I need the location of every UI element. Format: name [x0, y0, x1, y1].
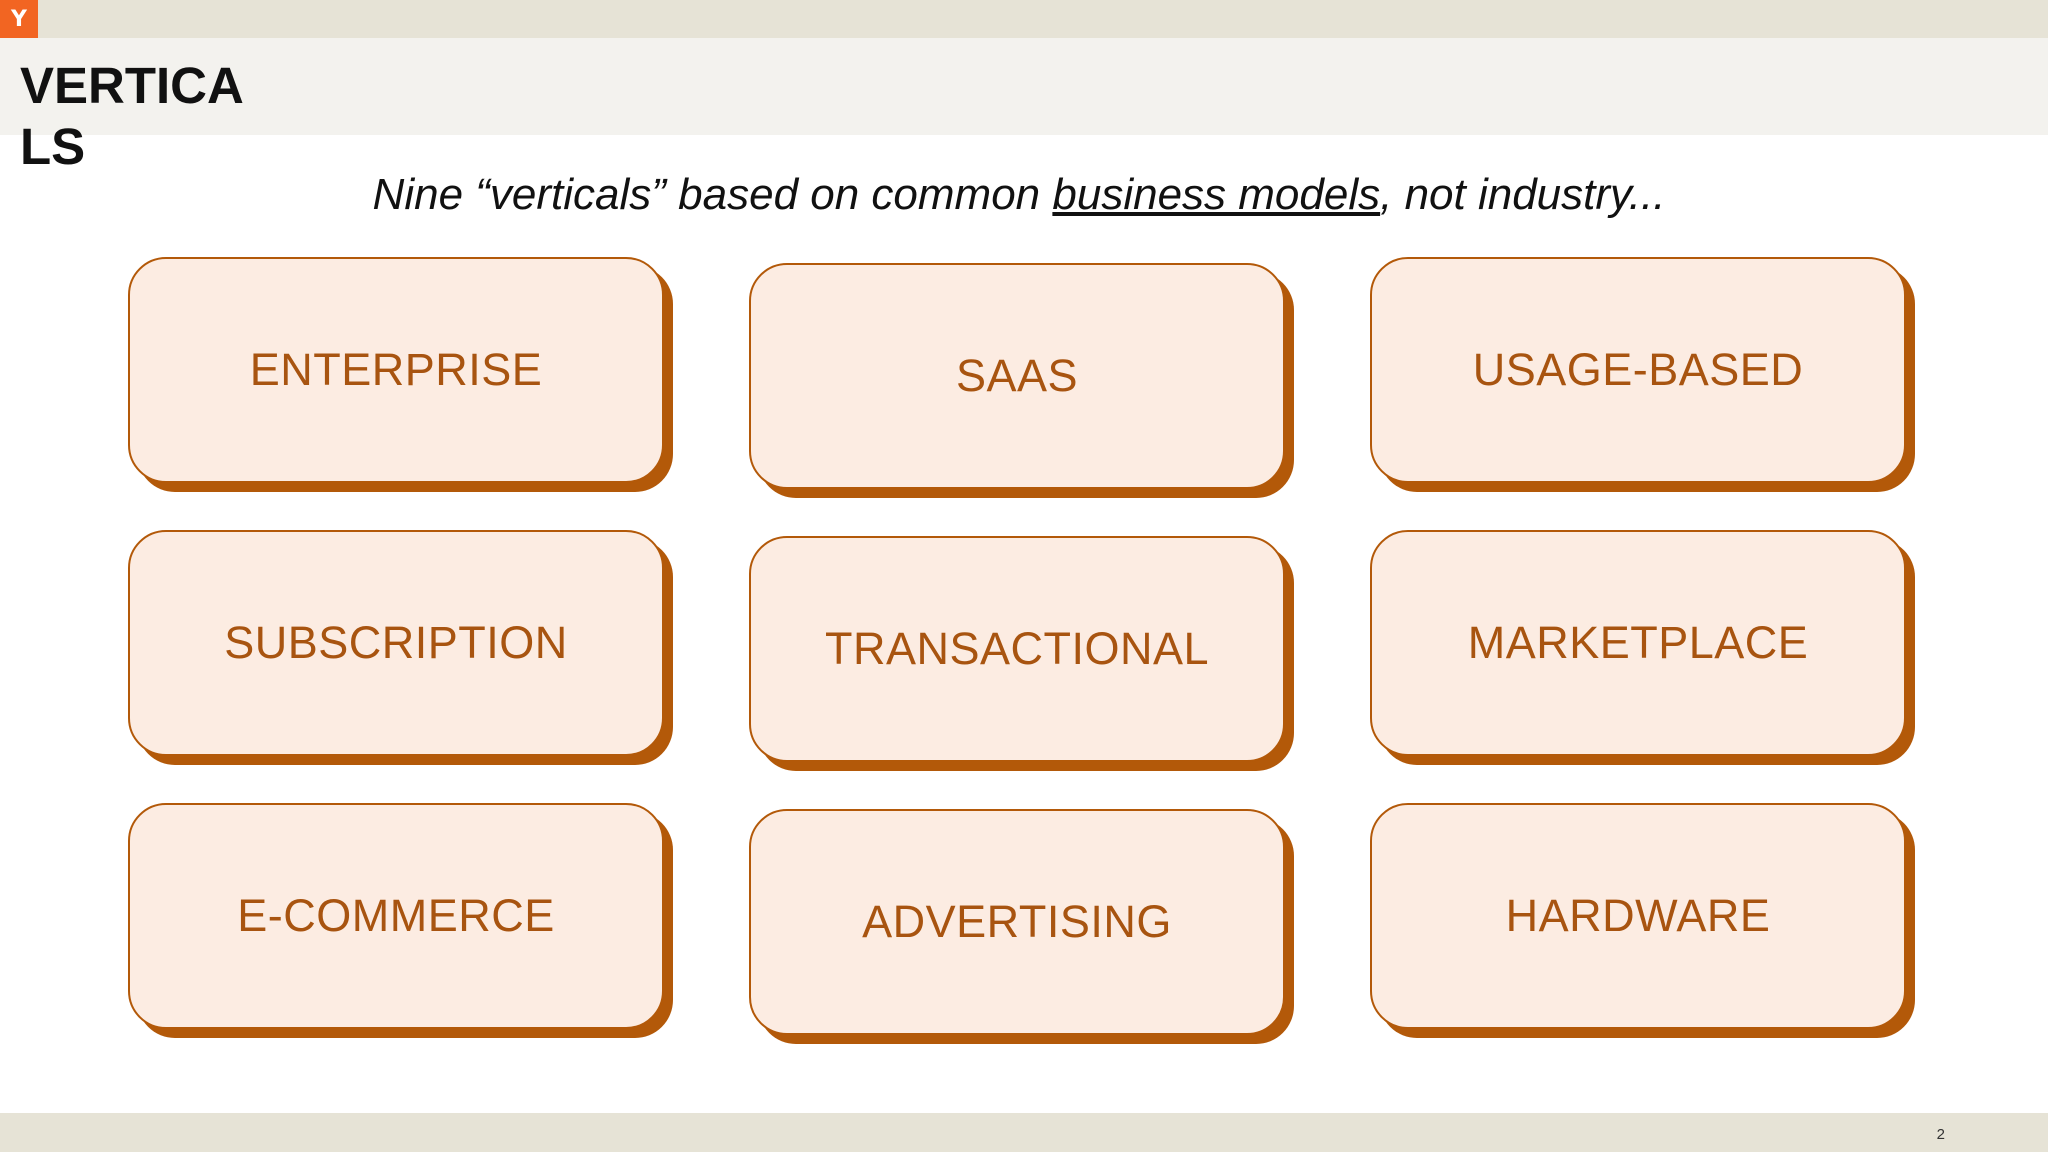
vertical-card-saas: SAAS [749, 263, 1285, 489]
card-label: HARDWARE [1505, 890, 1771, 941]
vertical-card-subscription: SUBSCRIPTION [128, 530, 664, 756]
card-label: MARKETPLACE [1467, 617, 1809, 668]
card-label: TRANSACTIONAL [824, 623, 1210, 674]
vertical-card-marketplace: MARKETPLACE [1370, 530, 1906, 756]
slide-subtitle: Nine “verticals” based on common busines… [0, 170, 2038, 220]
vertical-card-e-commerce: E-COMMERCE [128, 803, 664, 1029]
card-label: USAGE-BASED [1472, 344, 1804, 395]
footer-bar [0, 1113, 2048, 1152]
top-strip [0, 0, 2048, 38]
card-label: E-COMMERCE [237, 890, 555, 941]
card-label: SAAS [955, 350, 1079, 401]
card-label: ADVERTISING [862, 896, 1172, 947]
slide-title: VERTICALS [20, 57, 244, 175]
vertical-card-enterprise: ENTERPRISE [128, 257, 664, 483]
card-label: SUBSCRIPTION [224, 617, 568, 668]
subtitle-tail: , not industry... [1380, 170, 1666, 219]
page-number: 2 [1936, 1126, 1945, 1143]
vertical-card-hardware: HARDWARE [1370, 803, 1906, 1029]
vertical-card-transactional: TRANSACTIONAL [749, 536, 1285, 762]
subtitle-underlined: business models [1052, 170, 1381, 219]
vertical-card-usage-based: USAGE-BASED [1370, 257, 1906, 483]
card-label: ENTERPRISE [249, 344, 543, 395]
title-band [0, 38, 2048, 135]
y-logo-icon: Y [0, 0, 38, 38]
subtitle-lead: Nine “verticals” based on common [372, 170, 1053, 219]
vertical-card-advertising: ADVERTISING [749, 809, 1285, 1035]
